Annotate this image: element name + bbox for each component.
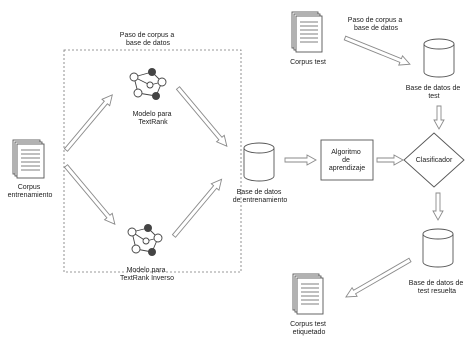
paso-corpus-label-left: Paso de corpus a base de datos <box>120 32 176 47</box>
arrow-resuelta-to-etiquetado <box>345 257 412 298</box>
modelo-textrank-label: Modelo para TextRank <box>133 111 174 126</box>
arrow-clasificador-to-resuelta <box>432 192 444 221</box>
base-test-label: Base de datos de test <box>406 85 462 100</box>
textrank-inverso-graph-icon <box>127 224 163 256</box>
corpus-test-label: Corpus test <box>290 59 326 66</box>
base-test-resuelta-label: Base de datos de test resuelta <box>409 280 465 295</box>
arrow-inverso-to-base <box>171 178 223 238</box>
paso-corpus-label-right: Paso de corpus a base de datos <box>348 17 404 32</box>
algoritmo-label: Algoritmo de aprendizaje <box>329 149 365 172</box>
textrank-graph-icon <box>129 68 167 100</box>
arrow-textrank-to-base <box>175 86 228 147</box>
base-test-resuelta-database-icon <box>422 228 454 268</box>
corpus-test-document-icon <box>291 11 323 53</box>
corpus-test-etiquetado-label: Corpus test etiquetado <box>290 321 328 336</box>
base-test-database-icon <box>423 38 455 78</box>
clasificador-diamond <box>403 132 465 188</box>
arrow-corpustest-to-basetest <box>343 35 411 66</box>
corpus-entrenamiento-label: Corpus entrenamiento <box>8 184 53 199</box>
clasificador-label: Clasificador <box>416 157 453 164</box>
arrow-basetest-to-clasificador <box>433 105 445 130</box>
arrow-algoritmo-to-clasificador <box>376 154 404 166</box>
arrow-corpus-to-textrank <box>63 94 113 152</box>
corpus-entrenamiento-document-icon <box>12 139 45 179</box>
algoritmo-box <box>320 139 374 181</box>
arrow-corpus-to-inverso <box>63 164 116 225</box>
modelo-inverso-label: Modelo para TextRank Inverso <box>120 267 174 282</box>
textrank-models-container <box>63 49 242 273</box>
base-entrenamiento-label: Base de datos de entrenamiento <box>233 189 288 204</box>
arrow-base-to-algoritmo <box>284 154 317 166</box>
base-entrenamiento-database-icon <box>243 142 275 182</box>
corpus-test-etiquetado-document-icon <box>292 273 324 315</box>
